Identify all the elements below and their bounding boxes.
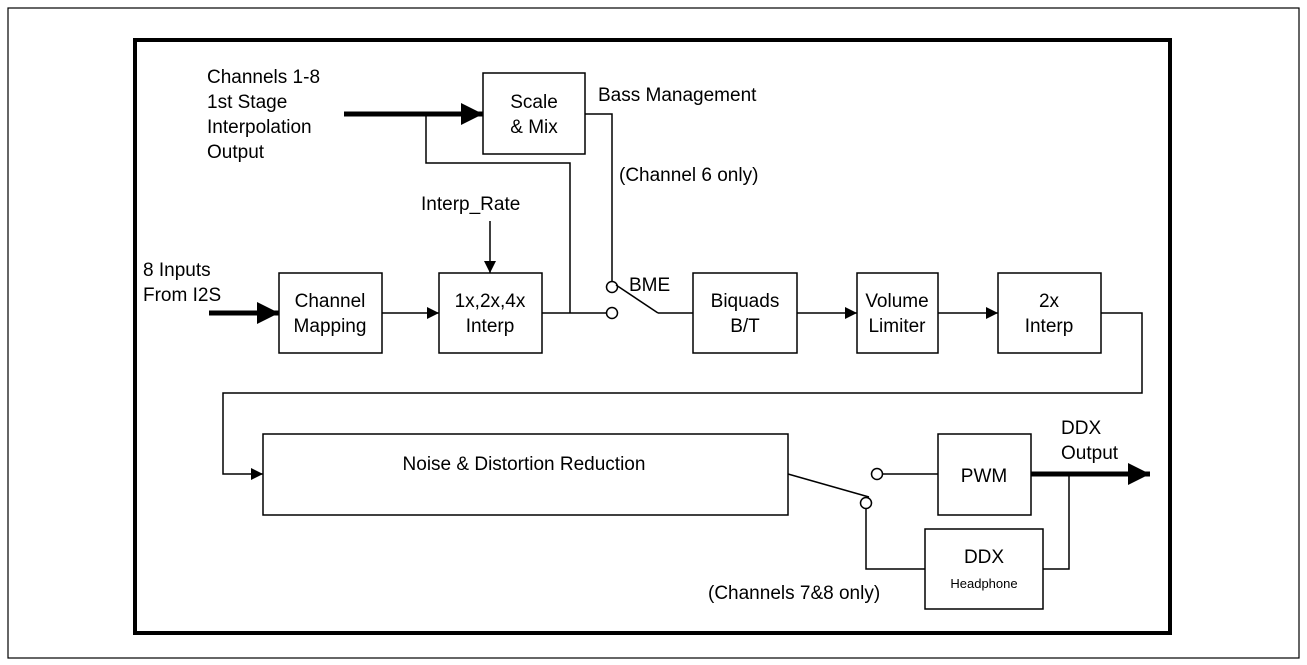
bme-switch-upper-contact bbox=[605, 280, 619, 294]
scale-to-switch-wire bbox=[585, 113, 613, 281]
headphone-to-output-wire bbox=[1043, 474, 1070, 570]
bass-management-label: Bass Management bbox=[598, 85, 757, 106]
svg-text:PWM: PWM bbox=[961, 466, 1007, 487]
bme-switch-lever bbox=[615, 284, 659, 314]
output-switch-lower-contact bbox=[859, 496, 873, 510]
channel6-note: (Channel 6 only) bbox=[619, 165, 758, 186]
diagram-border bbox=[133, 38, 1172, 635]
channels78-note: (Channels 7&8 only) bbox=[708, 583, 880, 604]
bme-label: BME bbox=[629, 275, 670, 296]
ddx-output-label: DDX Output bbox=[1061, 418, 1119, 464]
bme-switch-lower-contact bbox=[605, 306, 619, 320]
interp-rate-label: Interp_Rate bbox=[421, 194, 520, 215]
switch-to-headphone-wire bbox=[865, 509, 925, 570]
page-frame bbox=[7, 7, 1300, 659]
bypass-wire bbox=[425, 114, 571, 313]
scale-mix-block: Scale& Mix bbox=[482, 72, 586, 155]
pwm-block: PWM bbox=[937, 433, 1032, 516]
interp2x-to-noise-wire bbox=[222, 312, 1143, 480]
svg-text:Scale& Mix: Scale& Mix bbox=[510, 92, 558, 138]
output-switch-upper-contact bbox=[870, 467, 884, 481]
noise-reduction-block: Noise & Distortion Reduction bbox=[262, 433, 789, 516]
output-switch-lever bbox=[787, 473, 870, 498]
i2s-input-label: 8 Inputs From I2S bbox=[143, 260, 221, 306]
svg-text:Noise & Distortion Reduction: Noise & Distortion Reduction bbox=[403, 454, 646, 475]
channels-input-label: Channels 1-8 1st Stage Interpolation Out… bbox=[207, 67, 325, 163]
